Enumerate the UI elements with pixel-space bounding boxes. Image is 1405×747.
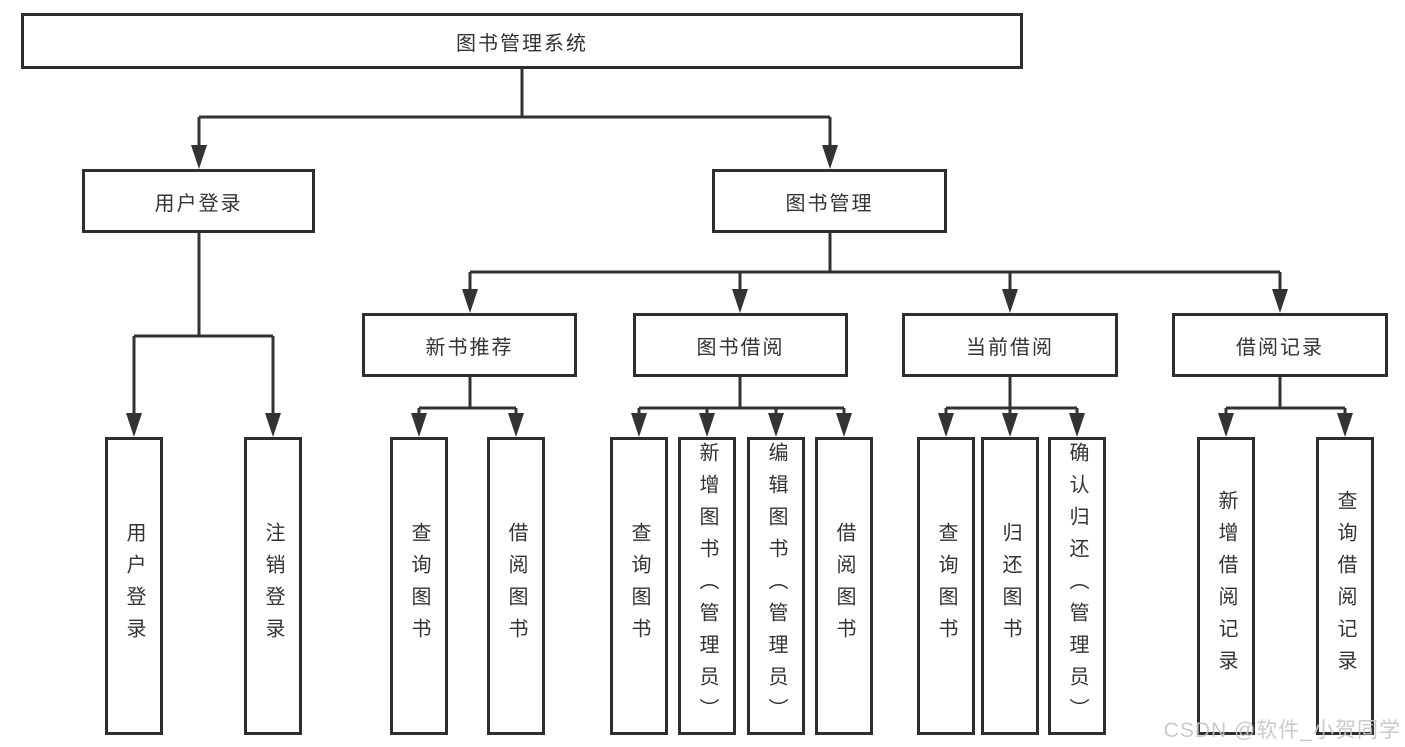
node-label: 当前借阅 (966, 336, 1054, 359)
leaf-confirm-return-admin: 确认归还（管理员） (1048, 437, 1106, 735)
leaf-query-books-borrowing: 查询图书 (610, 437, 668, 735)
node-label: 图书借阅 (696, 336, 785, 359)
node-label: 确认归还（管理员） (1066, 442, 1088, 730)
leaf-edit-book-admin: 编辑图书（管理员） (747, 437, 805, 735)
node-label: 用户登录 (154, 192, 243, 215)
node-label: 借阅图书 (833, 522, 855, 650)
leaf-borrow-books-recommend: 借阅图书 (487, 437, 545, 735)
leaf-query-books-recommend: 查询图书 (390, 437, 448, 735)
node-user-login: 用户登录 (82, 169, 315, 233)
csdn-watermark: CSDN @软件_小贺同学 (1163, 719, 1401, 742)
leaf-logout-login: 注销登录 (244, 437, 302, 735)
leaf-return-book: 归还图书 (981, 437, 1039, 735)
node-label: 归还图书 (999, 522, 1021, 650)
node-label: 借阅图书 (505, 522, 527, 650)
leaf-add-borrow-record: 新增借阅记录 (1197, 437, 1255, 735)
node-label: 编辑图书（管理员） (765, 442, 787, 730)
node-label: 借阅记录 (1236, 336, 1324, 359)
leaf-query-borrow-record: 查询借阅记录 (1316, 437, 1374, 735)
node-label: 查询图书 (935, 522, 957, 650)
node-label: 查询借阅记录 (1334, 490, 1356, 682)
node-label: 新增借阅记录 (1215, 490, 1237, 682)
node-library-management-system: 图书管理系统 (21, 13, 1023, 69)
leaf-add-book-admin: 新增图书（管理员） (678, 437, 736, 735)
node-label: 注销登录 (262, 522, 284, 650)
node-current-borrowing: 当前借阅 (902, 313, 1118, 377)
node-label: 新书推荐 (425, 336, 514, 359)
leaf-user-login: 用户登录 (105, 437, 163, 735)
node-label: 查询图书 (408, 522, 430, 650)
node-label: 用户登录 (123, 522, 145, 650)
leaf-borrow-books: 借阅图书 (815, 437, 873, 735)
node-book-management: 图书管理 (712, 169, 947, 233)
node-book-borrowing: 图书借阅 (633, 313, 848, 377)
node-new-book-recommend: 新书推荐 (362, 313, 577, 377)
node-borrowing-records: 借阅记录 (1172, 313, 1388, 377)
node-label: 图书管理系统 (456, 32, 588, 55)
leaf-query-books-current: 查询图书 (917, 437, 975, 735)
node-label: 图书管理 (785, 192, 874, 215)
node-label: 新增图书（管理员） (696, 442, 718, 730)
node-label: 查询图书 (628, 522, 650, 650)
